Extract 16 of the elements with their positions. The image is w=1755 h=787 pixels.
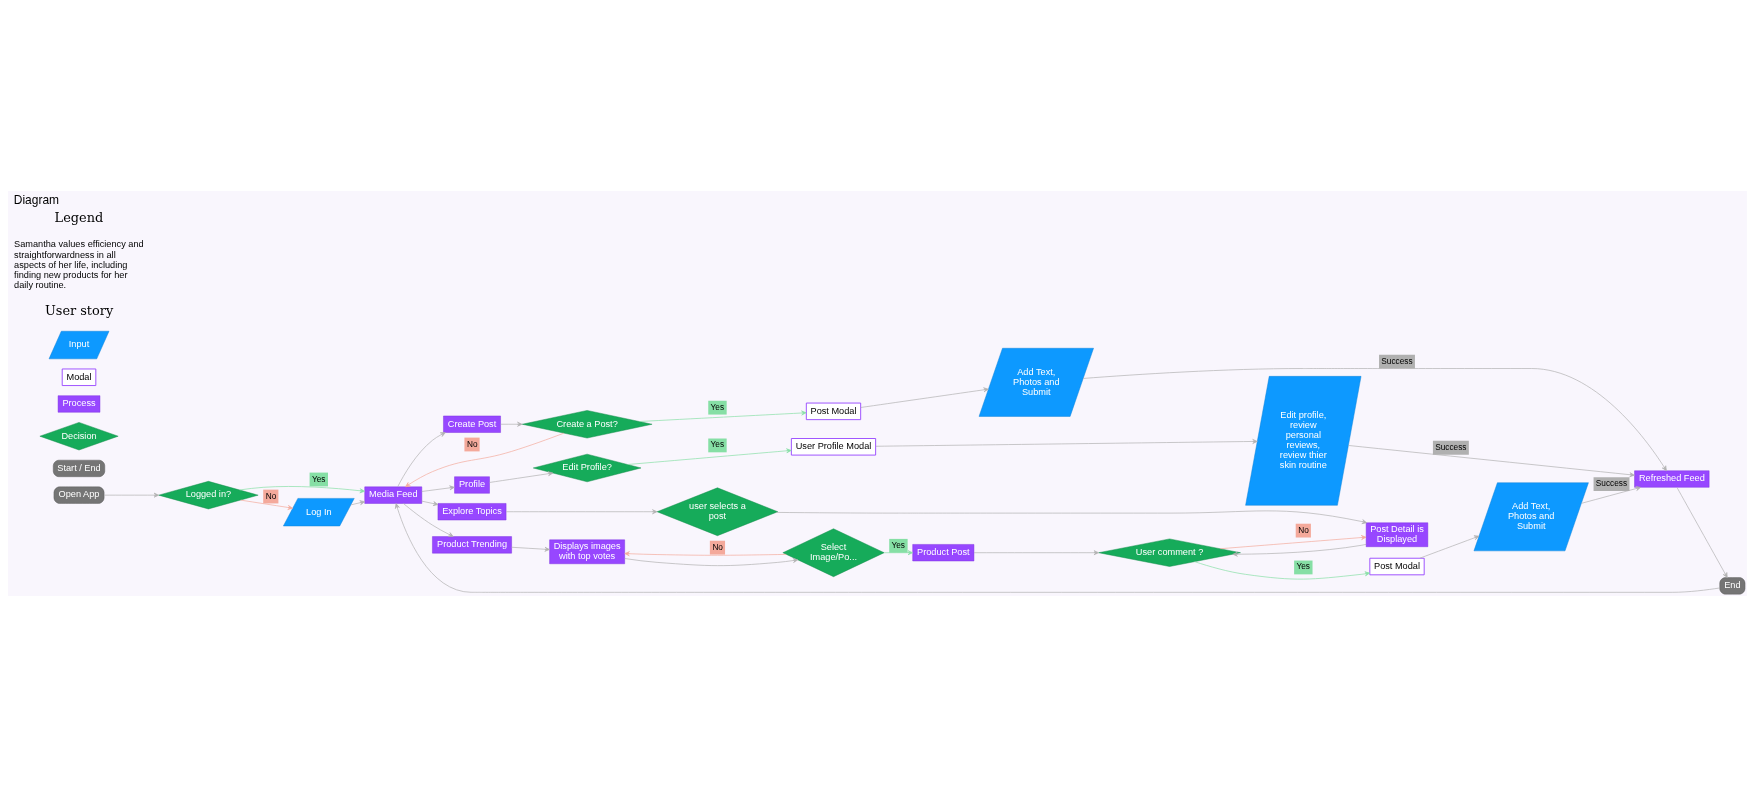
edge-label: No [265,491,277,501]
edge-label: No [1298,525,1309,535]
edge-label: Yes [1296,562,1310,572]
edge-label: Success [1435,442,1467,452]
label: Legend [54,210,104,226]
edge-label: Yes [311,474,326,484]
edge-label: Success [1381,356,1413,366]
edge-label: No [712,542,723,552]
edge-label: Success [1595,479,1628,489]
edge-label: No [466,439,478,449]
edge-label: Yes [710,440,725,450]
diagram-title: Diagram [13,193,60,208]
edge-label: Yes [710,402,725,412]
label: Samantha values efficiency and straightforwardness in all aspects of her life, including finding new products for her daily routine. [14,239,144,290]
edge-label: Yes [891,540,906,550]
label: User story [44,303,114,319]
